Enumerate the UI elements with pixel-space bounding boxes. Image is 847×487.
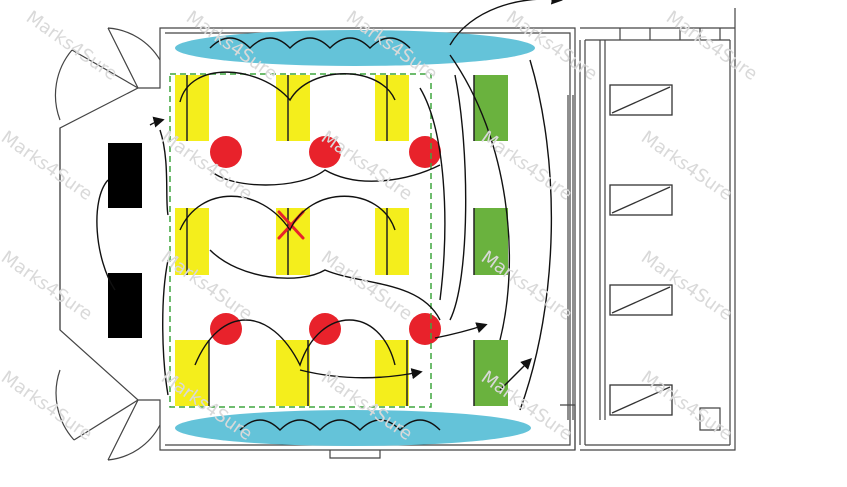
hot-spot xyxy=(210,136,242,168)
yellow-racks xyxy=(175,75,409,406)
server-cabinet xyxy=(609,84,673,116)
rack-yellow xyxy=(175,208,209,275)
cold-zone-bottom xyxy=(175,410,531,446)
hot-spot xyxy=(210,313,242,345)
rack-green xyxy=(474,340,508,406)
server-cabinet xyxy=(609,384,673,416)
rack-edges xyxy=(186,75,475,406)
hot-spot xyxy=(309,136,341,168)
rack-yellow xyxy=(175,340,209,406)
rack-yellow xyxy=(375,340,409,406)
watermark: Marks4Sure xyxy=(22,7,121,85)
watermark: Marks4Sure xyxy=(0,127,96,205)
rack-yellow xyxy=(276,75,310,141)
rack-yellow xyxy=(375,208,409,275)
hot-spots xyxy=(210,136,441,345)
rack-yellow xyxy=(375,75,409,141)
rack-green xyxy=(474,208,508,275)
hot-spot xyxy=(409,136,441,168)
watermark: Marks4Sure xyxy=(0,247,96,325)
hot-spot xyxy=(409,313,441,345)
watermark: Marks4Sure xyxy=(662,7,761,85)
cooling-unit xyxy=(108,143,142,208)
cooling-unit xyxy=(108,273,142,338)
dashed-zone-boundary xyxy=(169,73,432,408)
green-racks xyxy=(474,75,508,406)
watermark: Marks4Sure xyxy=(477,247,576,325)
server-cabinet xyxy=(609,184,673,216)
rack-yellow xyxy=(175,75,209,141)
airflow-lines xyxy=(96,0,563,431)
watermark: Marks4Sure xyxy=(0,367,96,445)
watermark: Marks4Sure xyxy=(477,127,576,205)
rack-yellow xyxy=(276,340,310,406)
server-cabinets xyxy=(609,84,673,416)
server-cabinet xyxy=(609,284,673,316)
